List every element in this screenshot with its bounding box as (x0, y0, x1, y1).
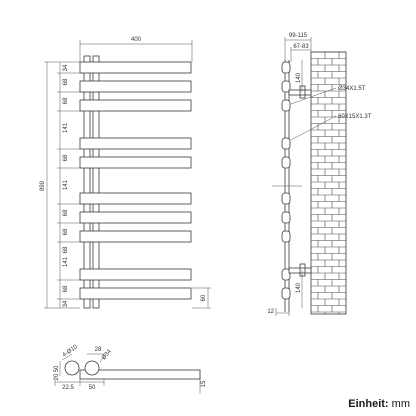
bar (79, 137, 192, 150)
right-dim-label: 60 (201, 294, 207, 301)
dim-20-label: 20 (54, 373, 60, 380)
bar (79, 61, 192, 74)
bar (79, 230, 192, 243)
brick-wall (310, 51, 347, 315)
bar (79, 268, 192, 281)
right-rail (92, 55, 100, 309)
depth-inner-label: 67-83 (293, 44, 309, 50)
unit-label-key: Einheit: (348, 398, 389, 410)
left-rail (83, 55, 91, 309)
segment-label: 68 (63, 97, 69, 104)
segment-label: 141 (63, 122, 69, 133)
side-view: 99-115 67-83 140 140 (267, 33, 372, 316)
pipe-circle-right (84, 360, 100, 376)
segment-label: 34 (63, 300, 69, 307)
tube-label: 4-Ø10 (62, 344, 80, 359)
segment-label: 68 (63, 285, 69, 292)
bar (79, 156, 192, 169)
width-label: 400 (131, 37, 142, 43)
bar (79, 99, 192, 112)
pipe-rect-label: 60X15X1.3T (338, 114, 372, 120)
segment-label: 141 (63, 256, 69, 267)
unit-value: mm (391, 398, 410, 410)
segment-label: 68 (63, 246, 69, 253)
bracket-top-label: 140 (296, 72, 302, 83)
segment-label: 68 (63, 228, 69, 235)
height-label: 899 (40, 180, 46, 191)
bar (79, 287, 192, 300)
unit-label: Einheit: mm (348, 398, 410, 410)
pipe-round-label: Ø34X1.5T (338, 86, 366, 92)
front-view: 400 899 (40, 37, 211, 309)
dim-22-5-label: 22.5 (62, 385, 74, 391)
segment-label: 34 (63, 64, 69, 71)
dim-15-label: 15 (201, 380, 207, 387)
bar (79, 192, 192, 205)
pipe-rect-leader (290, 115, 337, 141)
dim-28-label: 28 (95, 347, 102, 353)
bracket-bottom-label: 140 (296, 282, 302, 293)
segment-label: 141 (63, 179, 69, 190)
segment-ticks (57, 72, 80, 300)
bar (79, 80, 192, 93)
side-bar-profiles (281, 61, 291, 300)
segment-label: 68 (63, 154, 69, 161)
plan-view: 28 4-Ø10 Ø34 50 20 22.5 50 15 (54, 344, 207, 394)
front-bars (79, 61, 192, 300)
dim-50-v-label: 50 (54, 365, 60, 372)
pipe-round-leader (290, 87, 337, 105)
depth-top-label: 99-115 (289, 33, 308, 39)
segment-label: 68 (63, 78, 69, 85)
segment-label: 68 (63, 209, 69, 216)
dim-34-label: Ø34 (101, 348, 113, 361)
pipe-circle-left (64, 360, 80, 376)
bottom-left-label: 12 (267, 309, 274, 315)
bar (79, 211, 192, 224)
dim-50-h-label: 50 (89, 385, 96, 391)
